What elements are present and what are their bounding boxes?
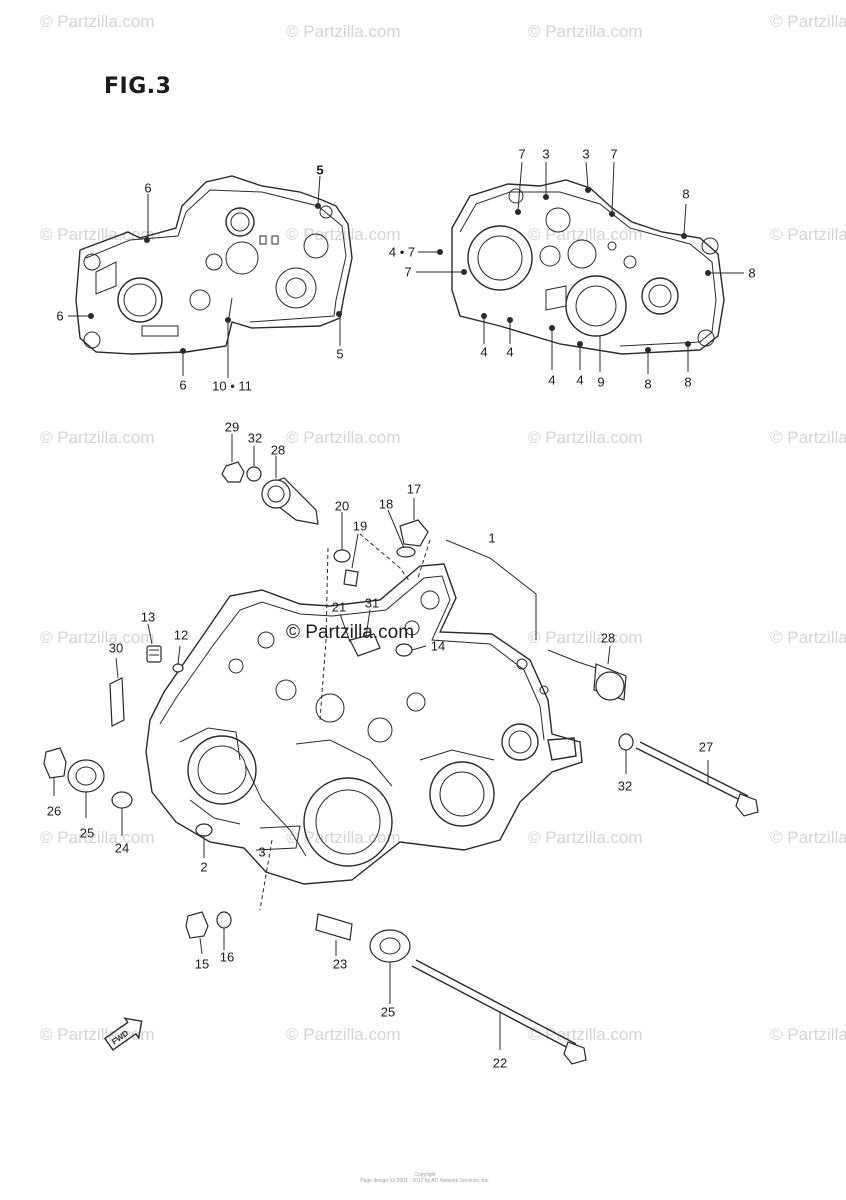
callout-label: 29 <box>224 419 240 435</box>
right-crankcase-view <box>416 161 744 374</box>
watermark: © Partzilla.com <box>770 225 846 244</box>
watermark: © Partzilla.com <box>40 12 155 31</box>
callout-label: 7 <box>404 264 412 280</box>
watermark: © Partzilla.com <box>286 22 401 41</box>
watermark: © Partzilla.com <box>40 225 155 244</box>
callout-label: 14 <box>430 638 446 654</box>
fwd-arrow-icon: FWD <box>103 1017 143 1051</box>
callout-label: 8 <box>684 374 692 390</box>
watermark: © Partzilla.com <box>286 828 401 847</box>
callout-label: 10 • 11 <box>212 378 252 394</box>
watermark: © Partzilla.com <box>770 628 846 647</box>
fwd-label: FWD <box>110 1029 130 1047</box>
callout-label: 22 <box>492 1055 508 1071</box>
callout-label: 32 <box>247 430 263 446</box>
watermark: © Partzilla.com <box>40 428 155 447</box>
watermark: © Partzilla.com <box>528 628 643 647</box>
footer-line: Copyright <box>414 1172 436 1178</box>
watermark: © Partzilla.com <box>770 1025 846 1044</box>
copyright-footer: Copyright Page design (c) 2001 - 2017 by… <box>340 1172 510 1184</box>
watermark: © Partzilla.com <box>528 428 643 447</box>
callout-label: 1 <box>488 530 496 546</box>
overlay-watermark: © Partzilla.com <box>286 622 415 643</box>
callout-label: 28 <box>600 630 616 646</box>
callout-label: 28 <box>270 442 286 458</box>
callout-label: 30 <box>108 640 124 656</box>
callout-label: 8 <box>748 265 756 281</box>
footer-line: Page design (c) 2001 - 2017 by ATI Netwo… <box>360 1178 490 1184</box>
callout-label: 4 <box>506 344 514 360</box>
watermark: © Partzilla.com <box>770 828 846 847</box>
callout-label: 24 <box>114 840 130 856</box>
callout-label: 3 <box>258 844 266 860</box>
callout-label: 3 <box>542 146 550 162</box>
callout-label: 3 <box>582 146 590 162</box>
watermark: © Partzilla.com <box>40 1025 155 1044</box>
callout-label: 21 <box>331 599 347 615</box>
callout-label: 7 <box>610 146 618 162</box>
callout-label: 16 <box>219 949 235 965</box>
callout-label: 9 <box>597 374 605 390</box>
callout-label: 17 <box>406 481 422 497</box>
callout-label: 12 <box>173 627 189 643</box>
callout-label: 27 <box>698 739 714 755</box>
callout-label: 5 <box>316 162 324 178</box>
watermark: © Partzilla.com <box>528 225 643 244</box>
watermark: © Partzilla.com <box>286 1025 401 1044</box>
callout-label: 2 <box>200 859 208 875</box>
watermark: © Partzilla.com <box>286 428 401 447</box>
callout-label: 4 <box>576 372 584 388</box>
callout-label: 15 <box>194 956 210 972</box>
crankcase-assembly <box>43 434 759 1065</box>
callout-label: 19 <box>352 518 368 534</box>
callout-label: 4 • 7 <box>388 244 416 260</box>
callout-label: 31 <box>364 595 380 611</box>
callout-label: 7 <box>518 146 526 162</box>
callout-label: 8 <box>644 376 652 392</box>
callout-label: 6 <box>144 180 152 196</box>
watermark: © Partzilla.com <box>40 628 155 647</box>
callout-label: 13 <box>140 609 156 625</box>
watermark: © Partzilla.com <box>770 12 846 31</box>
callout-label: 26 <box>46 803 62 819</box>
callout-label: 8 <box>682 186 690 202</box>
callout-label: 25 <box>380 1004 396 1020</box>
callout-label: 5 <box>336 346 344 362</box>
callout-label: 32 <box>617 778 633 794</box>
callout-label: 23 <box>332 956 348 972</box>
callout-label: 4 <box>548 372 556 388</box>
watermark: © Partzilla.com <box>40 828 155 847</box>
watermark: © Partzilla.com <box>770 428 846 447</box>
callout-label: 6 <box>179 377 187 393</box>
callout-label: 4 <box>480 344 488 360</box>
callout-label: 20 <box>334 498 350 514</box>
left-crankcase-view <box>68 175 353 378</box>
watermark: © Partzilla.com <box>528 22 643 41</box>
watermark: © Partzilla.com <box>528 828 643 847</box>
watermark: © Partzilla.com <box>528 1025 643 1044</box>
figure-title: FIG.3 <box>104 74 172 99</box>
callout-label: 18 <box>378 496 394 512</box>
callout-label: 6 <box>56 308 64 324</box>
callout-label: 25 <box>79 825 95 841</box>
